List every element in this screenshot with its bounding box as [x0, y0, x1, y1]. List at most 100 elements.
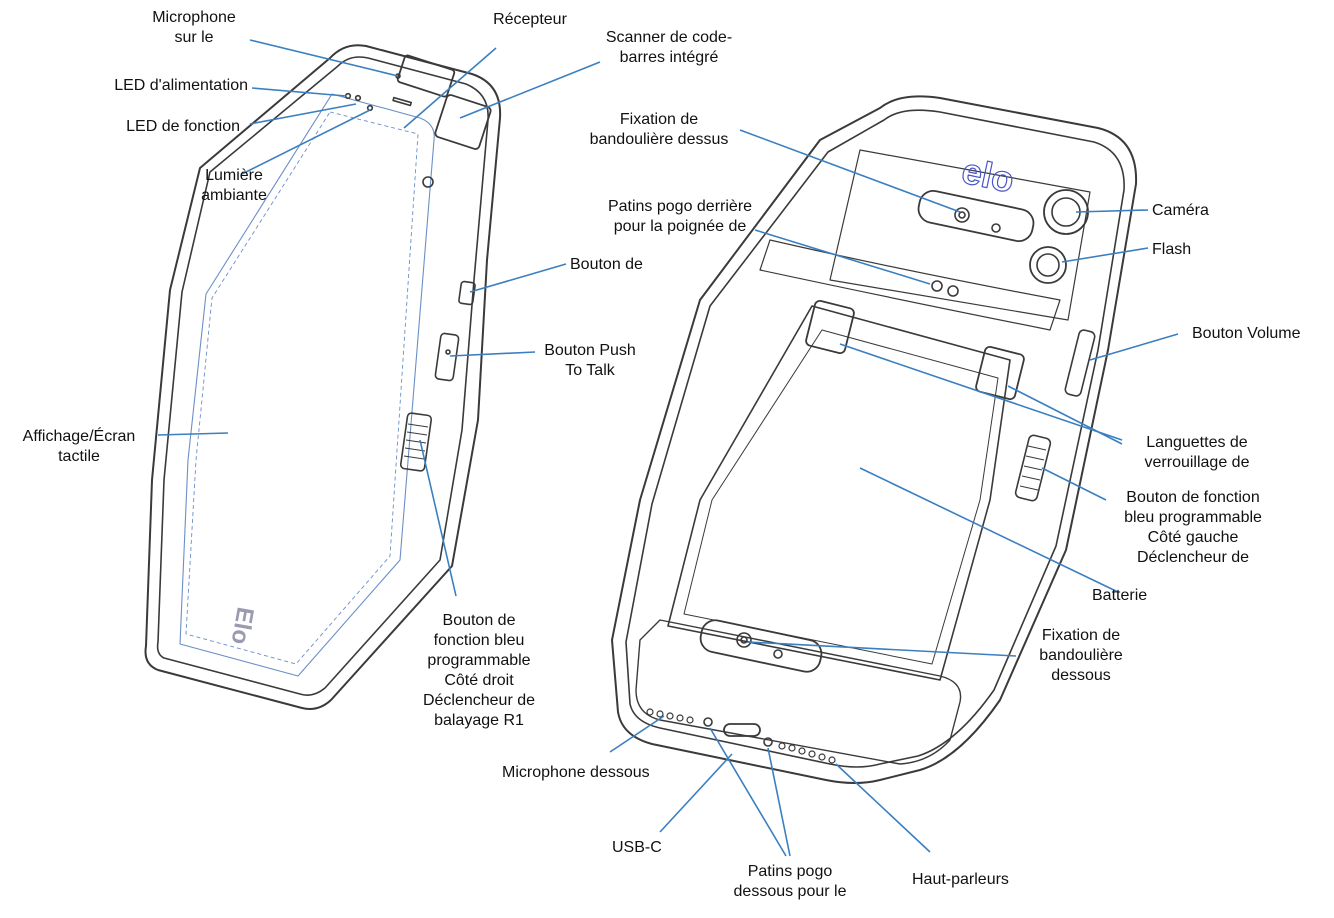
back-strap-top-hole-1-inner — [958, 211, 966, 219]
back-strap-bottom-hole-1-inner — [740, 636, 748, 644]
front-scanner-lens — [434, 94, 492, 150]
leader-lock-tab-1 — [839, 343, 1123, 441]
leader-microphone-top — [249, 39, 399, 77]
leader-strap-bottom — [747, 641, 1017, 657]
back-pogo-bottom-2 — [763, 737, 773, 747]
front-power-led — [344, 92, 352, 100]
back-volume-button — [1064, 329, 1096, 397]
label-microphone-bottom: Microphone dessous — [502, 764, 650, 781]
front-phone: Elo — [144, 44, 502, 710]
label-strap-bottom: Fixation de bandoulière dessous — [1039, 627, 1123, 684]
leader-lines — [157, 39, 1179, 857]
leader-left-function — [1041, 467, 1107, 501]
back-pogo-dot-1 — [931, 280, 943, 292]
front-phone-inner-edge — [156, 56, 489, 696]
label-scanner: Scanner de code- barres intégré — [605, 29, 733, 66]
front-side-ptt-dot — [445, 349, 451, 355]
front-scanner-window — [396, 54, 456, 98]
leader-microphone-bottom — [609, 715, 665, 753]
label-pogo-bottom: Patins pogo dessous pour le — [733, 863, 847, 900]
back-strap-top-bar — [917, 189, 1035, 243]
front-phone-body — [144, 44, 502, 710]
front-screen — [179, 93, 435, 677]
label-power-led: LED d'alimentation — [114, 77, 248, 94]
leader-flash — [1061, 247, 1149, 263]
label-speakers: Haut-parleurs — [912, 871, 1009, 888]
back-lock-tab-1 — [805, 300, 855, 354]
front-receiver — [392, 96, 413, 107]
label-camera: Caméra — [1152, 202, 1209, 219]
back-strap-top-hole-1 — [954, 207, 970, 223]
label-microphone-top: Microphone sur le — [152, 9, 236, 46]
label-display: Affichage/Écran tactile — [22, 428, 136, 465]
label-battery: Batterie — [1092, 587, 1148, 604]
back-speaker-holes — [778, 742, 836, 764]
front-side-button-de — [458, 280, 476, 306]
back-mid-band — [759, 239, 1061, 331]
leader-receiver — [403, 47, 497, 129]
front-side-scan-ridges — [403, 423, 429, 460]
front-logo: Elo — [226, 605, 259, 646]
label-button-de: Bouton de — [570, 256, 643, 273]
back-bottom-mic-holes — [646, 708, 694, 724]
back-strap-bottom-bar — [699, 619, 823, 673]
label-ambient-light: Lumière ambiante — [201, 167, 267, 204]
back-left-function-ridges — [1019, 445, 1047, 491]
back-pogo-dot-2 — [947, 285, 959, 297]
back-flash-outer — [1029, 246, 1067, 284]
leader-pogo-back — [754, 229, 931, 285]
back-strap-bottom-hole-1 — [736, 632, 752, 648]
leader-function-led — [249, 103, 357, 125]
back-battery-inner — [683, 329, 999, 665]
label-function-led: LED de fonction — [126, 118, 240, 135]
leader-pogo-bottom-2 — [767, 747, 791, 857]
leader-lock-tab-2 — [1007, 385, 1123, 445]
leader-pogo-bottom-1 — [709, 727, 787, 857]
front-function-led — [354, 94, 362, 102]
back-phone-inner-rim — [625, 109, 1125, 768]
leader-battery — [859, 467, 1119, 593]
leader-ambient-light — [241, 109, 371, 175]
leader-right-function — [419, 439, 457, 597]
label-right-function: Bouton de fonction bleu programmable Côt… — [422, 612, 536, 729]
leader-speakers — [835, 763, 931, 853]
leader-power-led — [251, 87, 347, 97]
leader-strap-top — [739, 129, 961, 213]
leader-volume — [1089, 333, 1179, 361]
leader-button-de — [469, 263, 567, 293]
back-strap-bottom-hole-2 — [773, 649, 783, 659]
leader-display — [157, 432, 229, 436]
label-lock-tabs: Languettes de verrouillage de — [1144, 434, 1250, 471]
leader-camera — [1075, 209, 1149, 213]
label-push-to-talk: Bouton Push To Talk — [544, 342, 636, 379]
front-screen-dashed — [185, 111, 419, 665]
back-top-panel — [829, 149, 1091, 321]
front-side-scan-button — [399, 412, 433, 472]
back-logo: elo — [958, 150, 1017, 201]
label-usbc: USB-C — [612, 839, 662, 856]
back-camera-lens — [1051, 197, 1081, 227]
front-camera-ring — [422, 176, 434, 188]
leader-ptt — [449, 351, 536, 357]
back-lock-tab-2 — [975, 346, 1025, 400]
label-receiver: Récepteur — [493, 11, 567, 28]
leader-scanner — [459, 61, 601, 119]
back-usbc-port — [723, 723, 761, 737]
label-volume: Bouton Volume — [1192, 325, 1301, 342]
back-strap-top-hole-2 — [991, 223, 1001, 233]
front-side-ptt — [434, 332, 460, 382]
back-bottom-cap — [635, 619, 962, 765]
back-pogo-bottom-1 — [703, 717, 713, 727]
label-flash: Flash — [1152, 241, 1192, 258]
back-left-function-button — [1014, 434, 1052, 502]
front-ambient-sensor — [366, 104, 374, 112]
label-left-function: Bouton de fonction bleu programmable Côt… — [1124, 489, 1262, 566]
leader-usbc — [659, 753, 733, 833]
label-pogo-back: Patins pogo derrière pour la poignée de — [607, 198, 753, 235]
back-phone: elo — [611, 95, 1138, 784]
back-flash-lens — [1036, 253, 1060, 277]
back-battery-cover — [667, 305, 1011, 681]
label-strap-top: Fixation de bandoulière dessus — [589, 111, 729, 148]
